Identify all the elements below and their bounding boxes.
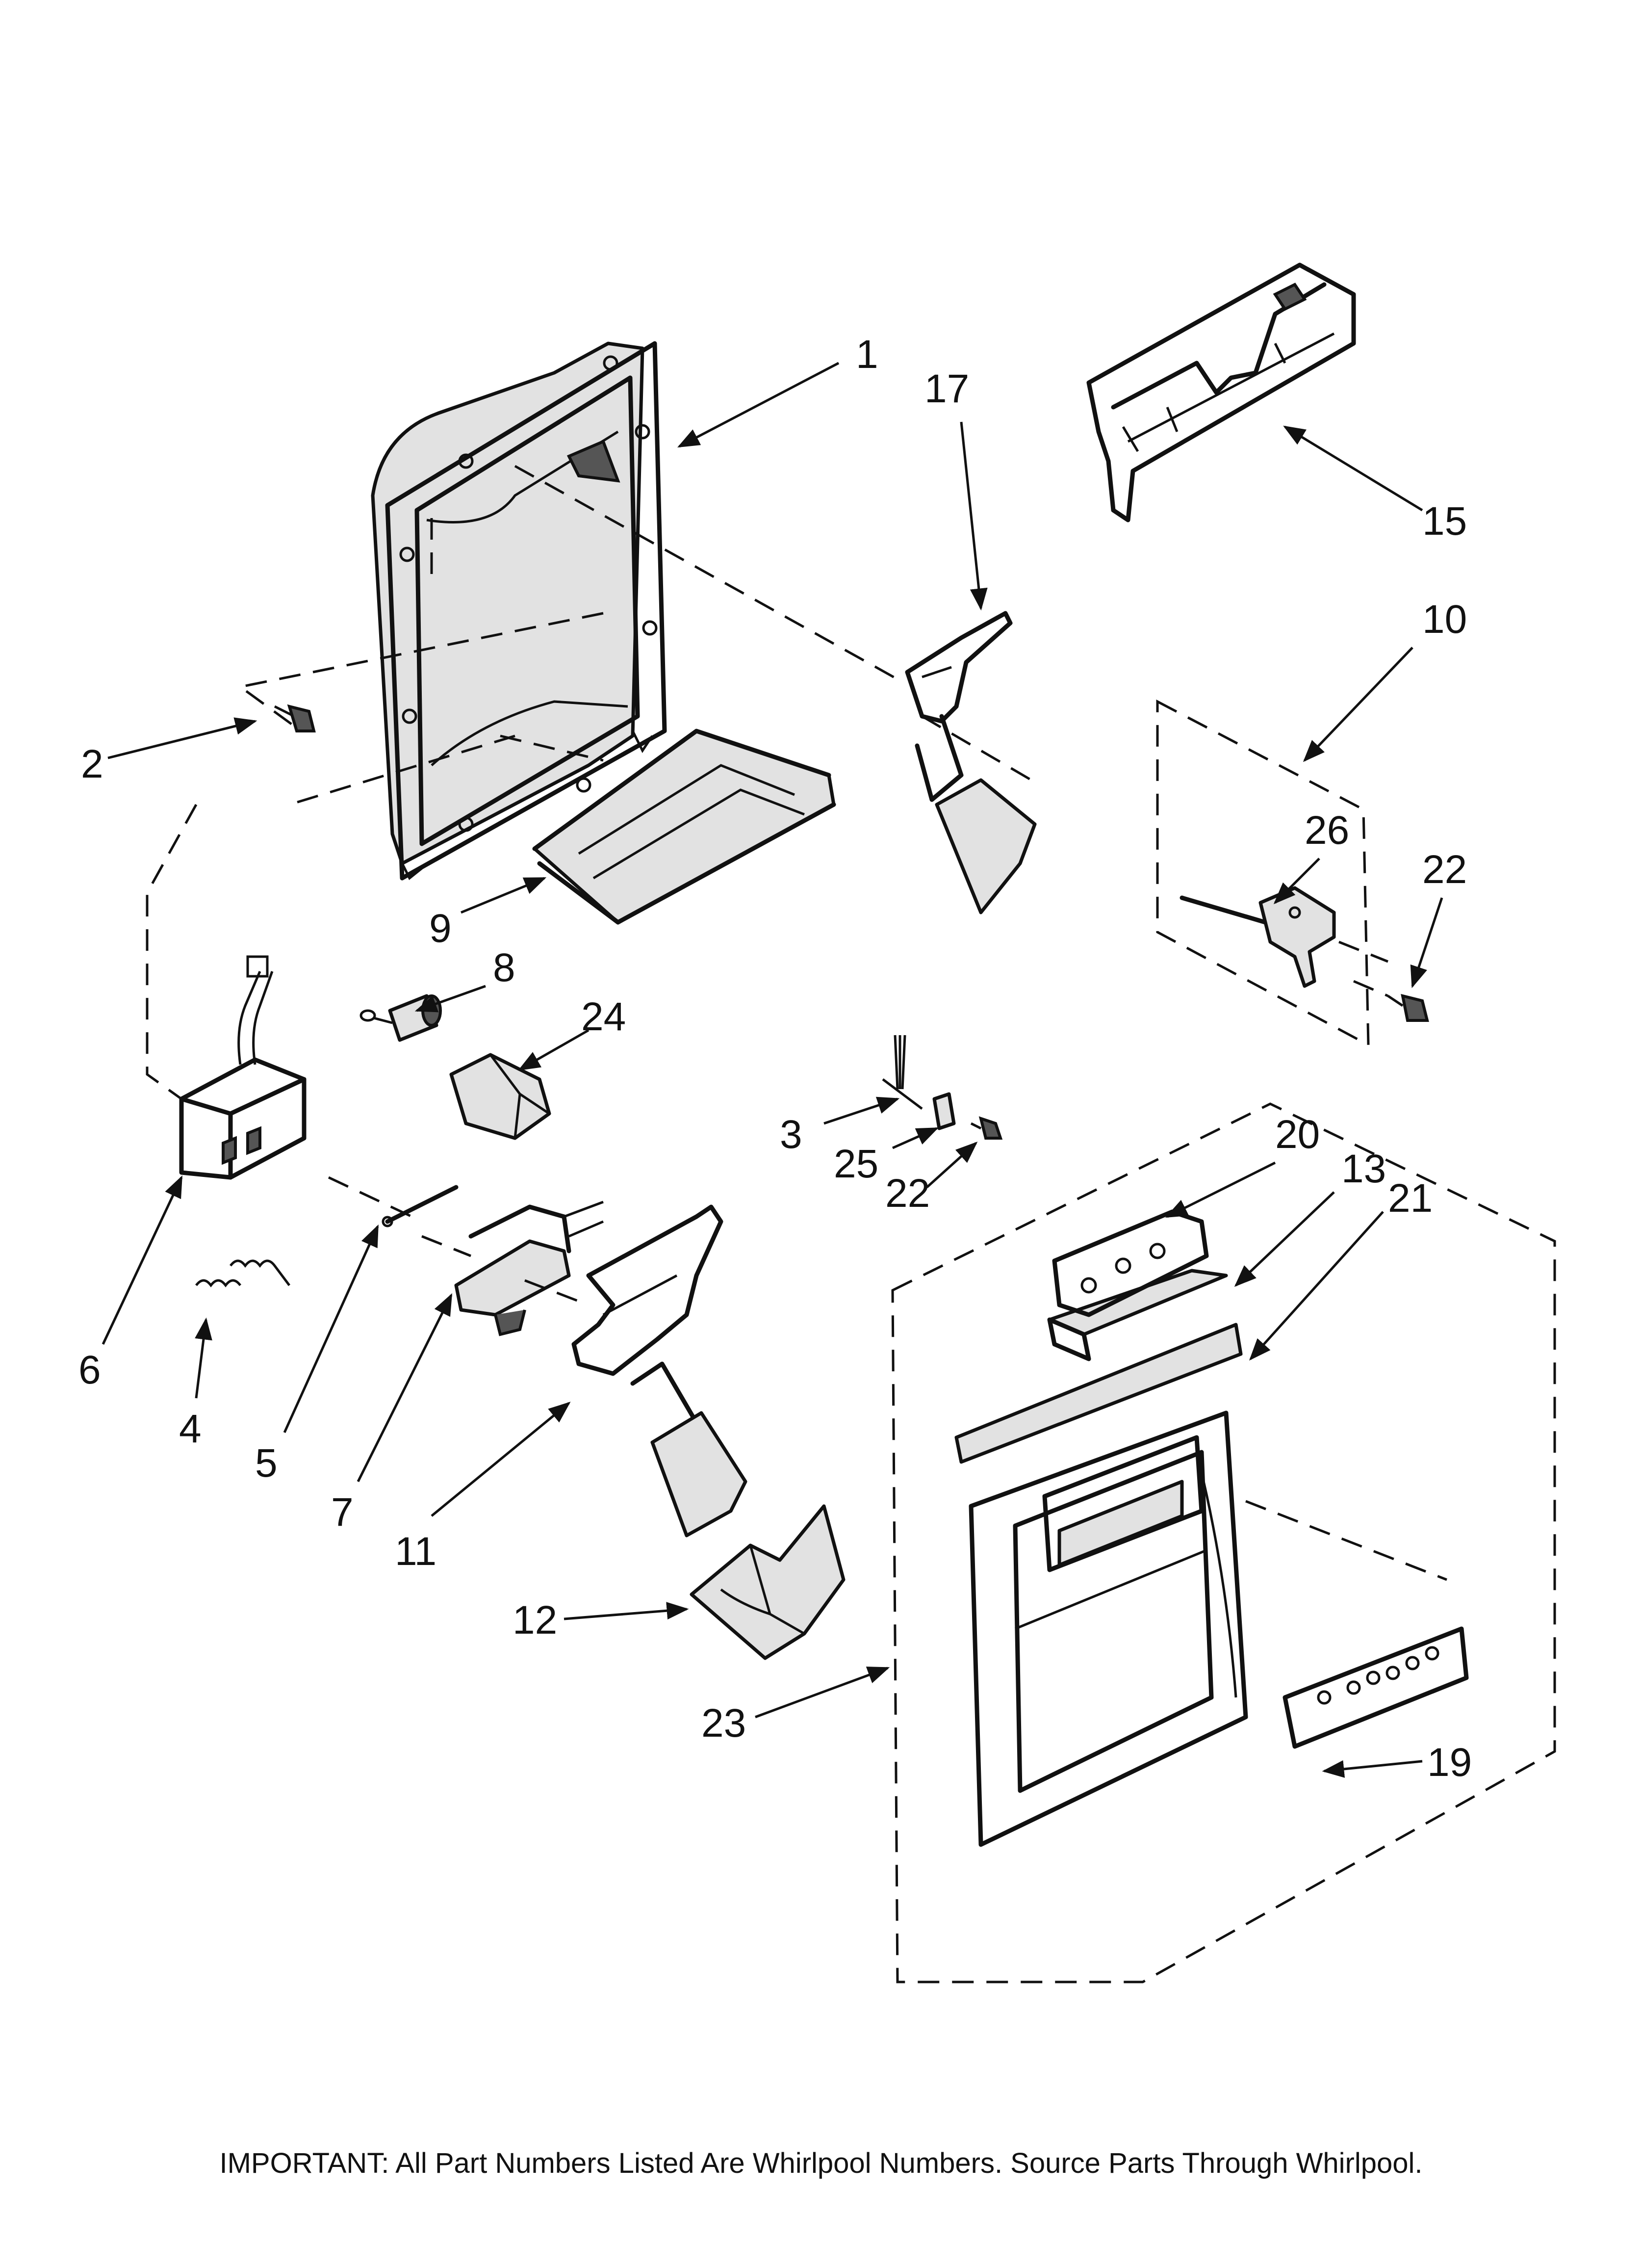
callout-26: 26 [1305, 808, 1349, 853]
callout-4: 4 [179, 1407, 202, 1451]
callout-15: 15 [1422, 499, 1467, 544]
part-19-overlay [1283, 1626, 1469, 1749]
callout-9: 9 [429, 906, 452, 951]
callout-25: 25 [834, 1142, 878, 1186]
part-26-switch [1180, 886, 1336, 988]
callout-12: 12 [513, 1598, 557, 1642]
assembly-dashed-lines [146, 465, 1556, 1983]
part-22-screw-a [970, 1116, 1003, 1140]
part-11-water-lever [571, 1204, 747, 1538]
part-1-housing [371, 341, 667, 881]
callout-11: 11 [395, 1529, 436, 1574]
part-3-clip [882, 1035, 923, 1110]
callout-labels: 1 2 3 4 5 6 7 8 9 10 11 12 13 15 17 19 2… [78, 332, 1472, 1785]
callout-24: 24 [581, 994, 626, 1039]
callout-6: 6 [78, 1348, 101, 1392]
part-17-lever [905, 611, 1037, 914]
callout-2: 2 [81, 742, 103, 786]
part-20-board [1047, 1209, 1228, 1361]
callout-8: 8 [493, 945, 515, 990]
part-22-screw-b [1387, 993, 1429, 1022]
callout-10: 10 [1422, 597, 1467, 642]
part-8-bushing [359, 994, 442, 1042]
callout-21: 21 [1388, 1176, 1433, 1221]
callout-7: 7 [331, 1490, 354, 1535]
leader-lines [102, 362, 1443, 1778]
callout-1: 1 [856, 332, 878, 377]
callout-17: 17 [924, 366, 969, 411]
callout-13: 13 [1341, 1147, 1386, 1191]
part-5-pin [382, 1185, 459, 1227]
part-25-strip [932, 1092, 956, 1130]
callout-20: 20 [1275, 1112, 1320, 1157]
callout-22-right: 22 [1422, 847, 1467, 892]
part-2-screw [274, 704, 316, 732]
part-23-faceplate [969, 1410, 1248, 1847]
callout-22-center: 22 [885, 1171, 930, 1216]
part-6-module [179, 955, 307, 1180]
callout-23: 23 [701, 1701, 746, 1746]
footer-notice: IMPORTANT: All Part Numbers Listed Are W… [219, 2147, 1423, 2179]
callout-19: 19 [1427, 1740, 1472, 1785]
part-4-springs [195, 1259, 290, 1288]
part-24-cover [449, 1053, 551, 1140]
callout-5: 5 [255, 1441, 278, 1486]
part-9-tray [532, 729, 836, 925]
callout-3: 3 [780, 1112, 802, 1157]
part-7-actuator [454, 1200, 604, 1336]
part-13-strip [954, 1323, 1243, 1464]
part-12-flap [690, 1504, 846, 1660]
part-15-bracket [1086, 262, 1356, 522]
